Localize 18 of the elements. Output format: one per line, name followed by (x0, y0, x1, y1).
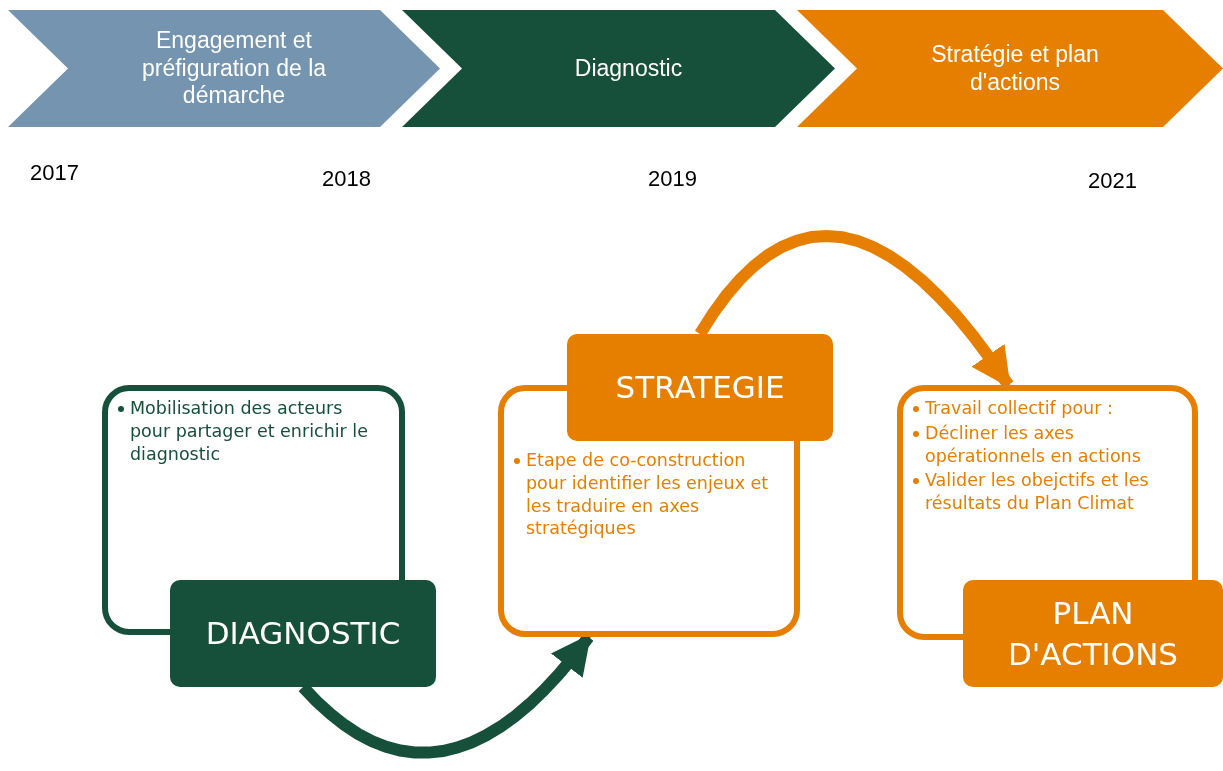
year-label: 2017 (30, 160, 79, 186)
timeline-phase (8, 10, 440, 127)
timeline-phase (402, 10, 835, 127)
year-label: 2018 (322, 166, 371, 192)
bullet-text: Valider les obejctifs et les résultats du Plan Climat (913, 469, 1180, 515)
bullet-text: Mobilisation des acteurs pour partager et enrichir le diagnostic (118, 397, 387, 466)
bullet-text: Décliner les axes opérationnels en actions (913, 421, 1180, 468)
year-label: 2021 (1088, 168, 1137, 194)
phase-label: Diagnostic (574, 54, 683, 83)
phase-label: Stratégie et plan d'actions (930, 40, 1100, 97)
bullet-text: Travail collectif pour : (913, 397, 1180, 420)
phase-label: Engagement et préfiguration de la démarche (140, 27, 328, 110)
step-heading: DIAGNOSTIC (170, 580, 436, 687)
bullet-text: Etape de co-construction pour identifier les enjeux et les traduire en axes stratégiques (514, 449, 782, 540)
step-heading: STRATEGIE (567, 334, 833, 441)
timeline-phase (797, 10, 1223, 127)
year-label: 2019 (648, 166, 697, 192)
step-heading: PLAN D'ACTIONS (963, 580, 1223, 687)
